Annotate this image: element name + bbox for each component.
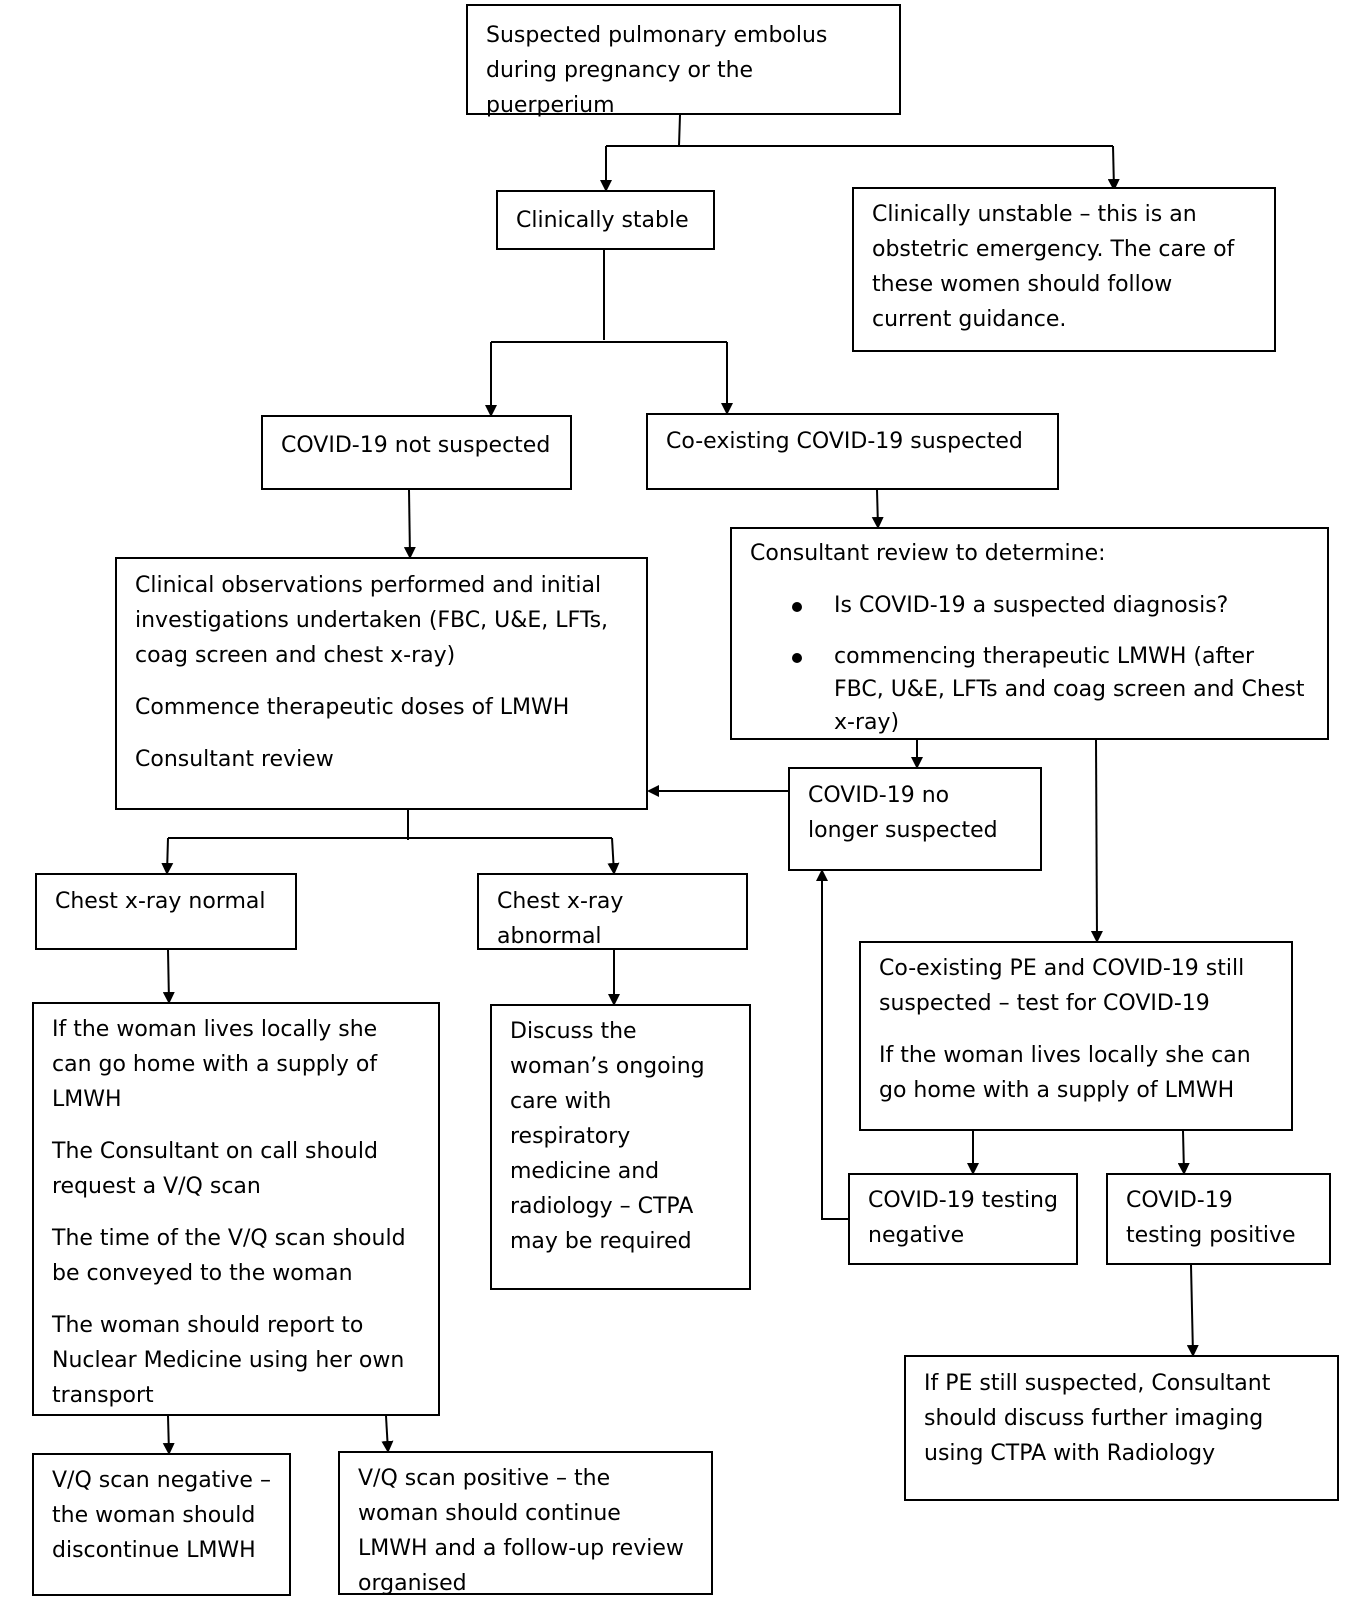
covid-not-suspected-box: COVID-19 not suspected bbox=[261, 415, 572, 490]
cxr-normal-box: Chest x-ray normal bbox=[35, 873, 297, 950]
covid-positive-box: COVID-19 testing positive bbox=[1106, 1173, 1331, 1265]
clinical-obs-line1: Clinical observations performed and init… bbox=[135, 573, 609, 668]
arrow-to-unstable bbox=[1107, 145, 1120, 191]
consultant-review-list: Is COVID-19 a suspected diagnosis? comme… bbox=[750, 589, 1309, 739]
arrow-to-coexisting-pe bbox=[1090, 739, 1103, 943]
covid-negative-text: COVID-19 testing negative bbox=[868, 1188, 1058, 1248]
covid-no-longer-box: COVID-19 no longer suspected bbox=[788, 767, 1042, 871]
start-text: Suspected pulmonary embolus during pregn… bbox=[486, 23, 828, 118]
covid-positive-text: COVID-19 testing positive bbox=[1126, 1188, 1296, 1248]
covid-negative-box: COVID-19 testing negative bbox=[848, 1173, 1078, 1265]
arrow-to-pe-still-suspected bbox=[1186, 1264, 1199, 1357]
stable-box: Clinically stable bbox=[496, 190, 715, 250]
local-home-p2: The Consultant on call should request a … bbox=[52, 1139, 378, 1199]
consultant-review-heading: Consultant review to determine: bbox=[750, 541, 1106, 566]
unstable-box: Clinically unstable – this is an obstetr… bbox=[852, 187, 1276, 352]
cxr-abnormal-text: Chest x-ray abnormal bbox=[497, 889, 624, 949]
coexisting-pe-p1: Co-existing PE and COVID-19 still suspec… bbox=[879, 956, 1245, 1016]
bullet-icon bbox=[792, 602, 802, 612]
covid-suspected-text: Co-existing COVID-19 suspected bbox=[666, 429, 1023, 454]
unstable-text: Clinically unstable – this is an obstetr… bbox=[872, 202, 1235, 332]
arrow-to-cxr-abnormal bbox=[607, 837, 620, 875]
arrow-to-cxr-normal bbox=[161, 837, 174, 875]
arrow-to-consultant-review bbox=[871, 489, 884, 529]
stable-text: Clinically stable bbox=[516, 208, 689, 233]
discuss-care-box: Discuss the woman’s ongoing care with re… bbox=[490, 1004, 751, 1290]
covid-no-longer-text: COVID-19 no longer suspected bbox=[808, 783, 998, 843]
arrow-to-clinical-obs bbox=[403, 489, 416, 559]
covid-not-suspected-text: COVID-19 not suspected bbox=[281, 433, 551, 458]
discuss-care-text: Discuss the woman’s ongoing care with re… bbox=[510, 1019, 705, 1254]
clinical-obs-line3: Consultant review bbox=[135, 747, 334, 772]
arrow-to-vq-negative bbox=[162, 1415, 175, 1455]
vq-negative-text: V/Q scan negative – the woman should dis… bbox=[52, 1468, 271, 1563]
start-box: Suspected pulmonary embolus during pregn… bbox=[466, 4, 901, 118]
local-home-box: If the woman lives locally she can go ho… bbox=[32, 1002, 440, 1416]
arrow-to-local-home bbox=[162, 949, 175, 1004]
vq-negative-box: V/Q scan negative – the woman should dis… bbox=[32, 1453, 291, 1596]
clinical-obs-line2: Commence therapeutic doses of LMWH bbox=[135, 695, 570, 720]
coexisting-pe-box: Co-existing PE and COVID-19 still suspec… bbox=[859, 941, 1293, 1131]
clinical-obs-box: Clinical observations performed and init… bbox=[115, 557, 648, 810]
arrow-to-covid-positive bbox=[1177, 1130, 1190, 1175]
consultant-review-bullet: Is COVID-19 a suspected diagnosis? bbox=[750, 589, 1309, 622]
consultant-review-bullet: commencing therapeutic LMWH (after FBC, … bbox=[750, 640, 1309, 739]
pe-still-suspected-text: If PE still suspected, Consultant should… bbox=[924, 1371, 1271, 1466]
vq-positive-box: V/Q scan positive – the woman should con… bbox=[338, 1451, 713, 1596]
bullet-icon bbox=[792, 653, 802, 663]
coexisting-pe-p2: If the woman lives locally she can go ho… bbox=[879, 1043, 1251, 1103]
cxr-normal-text: Chest x-ray normal bbox=[55, 889, 266, 914]
arrow-negative-to-no-longer-suspected bbox=[816, 869, 848, 1220]
vq-positive-text: V/Q scan positive – the woman should con… bbox=[358, 1466, 684, 1596]
consultant-review-box: Consultant review to determine: Is COVID… bbox=[730, 527, 1329, 740]
local-home-p3: The time of the V/Q scan should be conve… bbox=[52, 1226, 406, 1286]
arrow-to-vq-positive bbox=[381, 1415, 394, 1453]
pe-still-suspected-box: If PE still suspected, Consultant should… bbox=[904, 1355, 1339, 1501]
cxr-abnormal-box: Chest x-ray abnormal bbox=[477, 873, 748, 950]
local-home-p1: If the woman lives locally she can go ho… bbox=[52, 1017, 378, 1112]
covid-suspected-box: Co-existing COVID-19 suspected bbox=[646, 413, 1059, 490]
local-home-p4: The woman should report to Nuclear Medic… bbox=[52, 1313, 405, 1408]
